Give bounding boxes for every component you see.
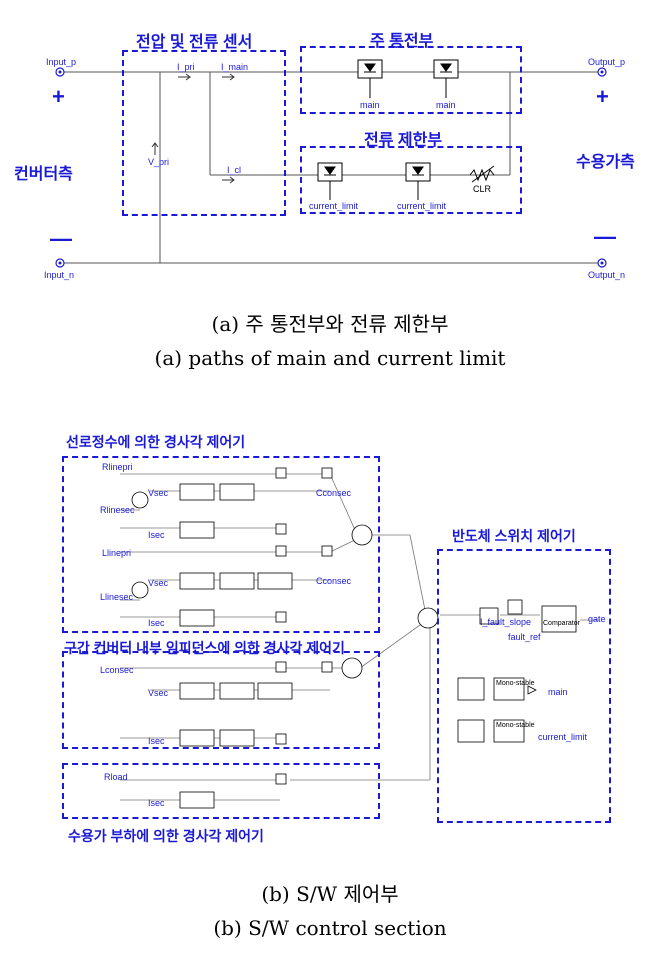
main-path-block [300,46,522,114]
cl-label-1: current_limit [309,201,359,211]
right-minus: — [594,224,616,249]
lconsec-label: Lconsec [100,665,134,675]
main-out-label: main [548,687,568,697]
main-label-2: main [436,100,456,110]
isec-label-2: Isec [148,618,165,628]
limit-block-title: 전류 제한부 [364,132,443,149]
current-limit-out-label: current_limit [538,732,588,742]
cconsec-label-1: Cconsec [316,488,352,498]
line-block-title: 선로정수에 의한 경사각 제어기 [66,434,246,450]
output-p-label: Output_p [588,57,626,67]
input-n-label: Input_n [44,270,75,280]
rlinepri-label: Rlinepri [102,462,133,472]
i-pri-label: I_pri [177,62,195,72]
left-minus: — [50,226,72,251]
sensor-block [122,50,286,216]
switch-block-title: 반도체 스위치 제어기 [452,528,576,544]
main-label-1: main [360,100,380,110]
v-pri-label: V_pri [148,157,170,167]
output-n-label: Output_n [588,270,626,280]
isec-label-3: Isec [148,736,165,746]
consumer-side-label: 수용가측 [576,154,635,171]
cl-label-2: current_limit [397,201,447,211]
load-block-title: 수용가 부하에 의한 경사각 제어기 [68,828,264,844]
vsec-label-2: Vsec [148,578,169,588]
main-block-title: 주 통전부 [370,33,434,50]
cconsec-label-2: Cconsec [316,576,352,586]
figure-b-control-diagram [120,467,600,809]
figure-a-schematic [55,59,607,268]
isec-label-4: Isec [148,798,165,808]
llinesec-label: Llinesec [100,592,134,602]
right-plus: + [596,84,609,109]
caption-b-en: (b) S/W control section [213,916,447,940]
monostable-label-2: Mono-stable [496,722,535,729]
vsec-label-1: Vsec [148,488,169,498]
rlinesec-label: Rlinesec [100,505,135,515]
left-plus: + [52,84,65,109]
input-p-label: Input_p [46,57,77,67]
i-cl-label: I_cl [227,165,242,175]
gate-label: gate [588,614,606,624]
monostable-label-1: Mono-stable [496,680,535,687]
i-main-label: I_main [221,62,249,72]
caption-b-kr: (b) S/W 제어부 [261,882,399,906]
llinepri-label: Llinepri [102,548,132,558]
caption-a-en: (a) paths of main and current limit [154,346,506,370]
clr-label: CLR [473,184,492,194]
current-limit-block [300,146,522,214]
load-block [62,763,380,819]
isec-label-1: Isec [148,530,165,540]
section-impedance-block [62,651,380,749]
section-block-title: 구간 컨버터 내부 임피던스에 의한 경사각 제어기 [64,640,345,656]
caption-a-kr: (a) 주 통전부와 전류 제한부 [211,312,449,336]
rload-label: Rload [104,772,128,782]
line-constant-block [62,456,380,633]
switch-controller-block [437,549,611,823]
igbt-switch-icon [357,59,459,98]
converter-side-label: 컨버터측 [14,166,73,183]
comparator-label: Comparator [543,620,580,627]
vsec-label-3: Vsec [148,688,169,698]
fault-slope-label: I_fault_slope [480,617,532,627]
sensor-block-title: 전압 및 전류 센서 [136,34,253,51]
fault-ref-label: fault_ref [508,632,541,642]
